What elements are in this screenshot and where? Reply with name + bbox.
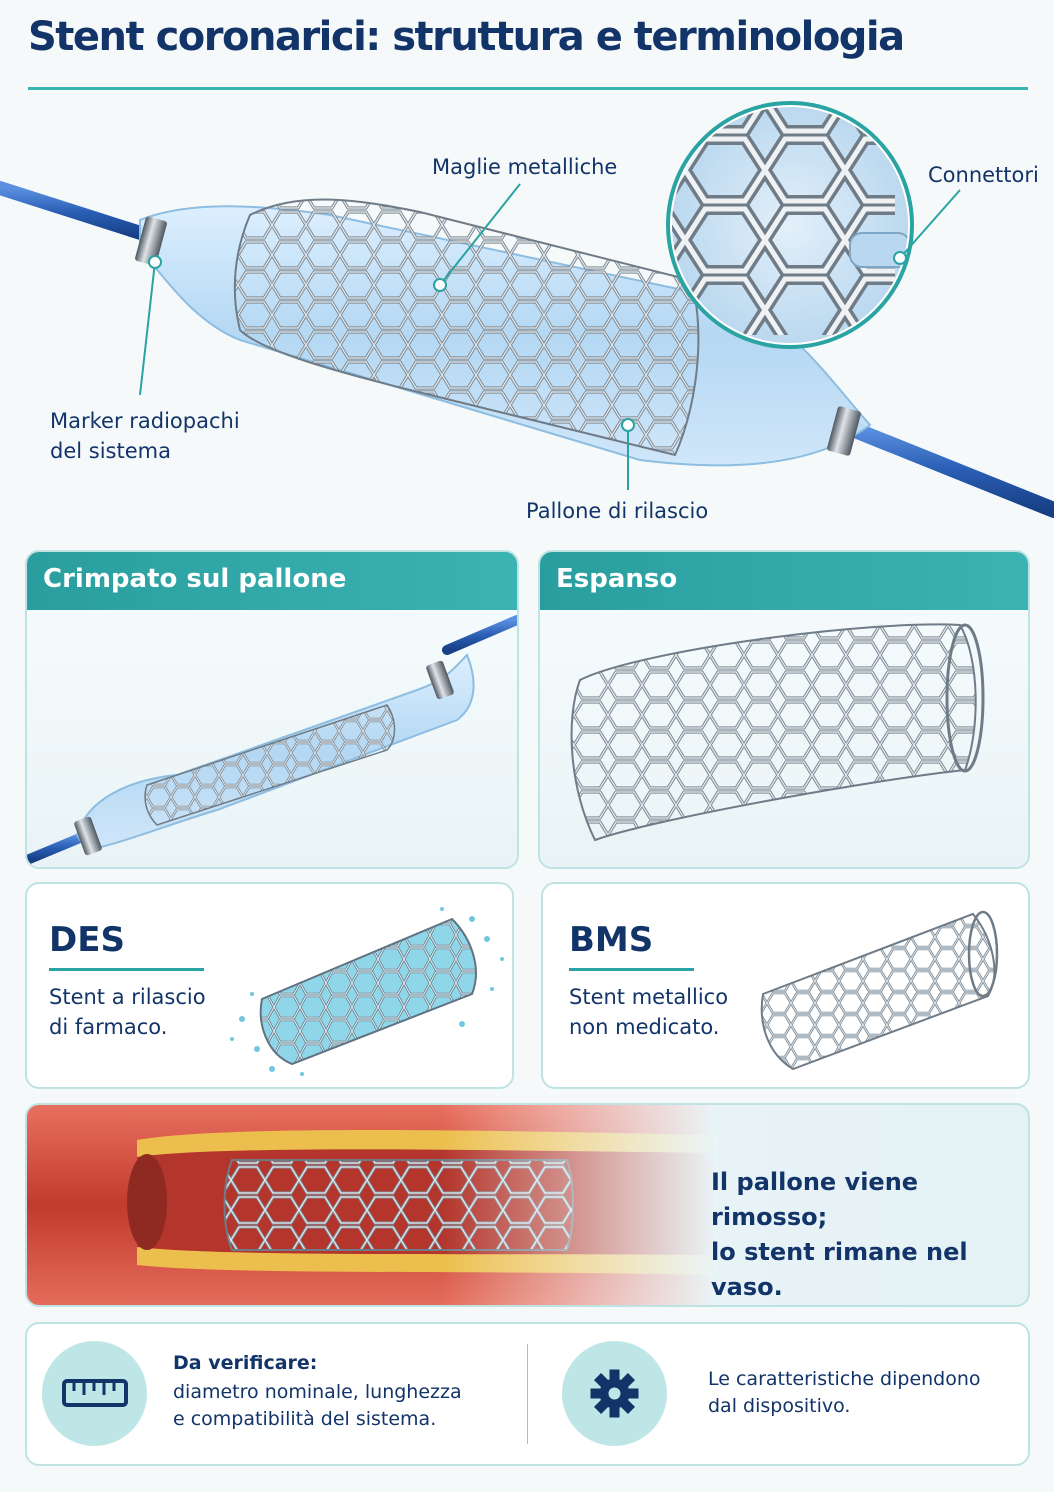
ruler-icon-circle [42, 1341, 147, 1446]
bms-title: BMS [569, 920, 654, 960]
panel-des: DES Stent a rilascio di farmaco. [25, 882, 514, 1089]
stent-mesh [233, 198, 700, 457]
bms-description-line1: Stent metallico [569, 985, 729, 1009]
check-text: diametro nominale, lunghezza e compatibi… [173, 1379, 462, 1433]
bms-description: Stent metallico non medicato. [569, 982, 728, 1042]
page-title: Stent coronarici: struttura e terminolog… [28, 14, 905, 60]
label-connectors: Connettori [928, 163, 1039, 187]
catheter-shaft [0, 181, 1054, 518]
panel-expanded-header: Espanso [540, 552, 1028, 610]
panel-crimped: Crimpato sul pallone [25, 550, 519, 869]
check-title: Da verificare: [173, 1352, 318, 1374]
footer-divider [527, 1344, 528, 1444]
title-underline [28, 87, 1028, 90]
des-underline [49, 968, 204, 971]
vessel-caption-line2: lo stent rimane nel vaso. [711, 1238, 968, 1301]
gear-icon [590, 1369, 639, 1418]
label-markers: Marker radiopachi del sistema [50, 406, 240, 466]
gear-icon-circle [562, 1341, 667, 1446]
panel-crimped-header: Crimpato sul pallone [27, 552, 517, 610]
marker-band-left [135, 216, 167, 266]
bms-stent-illustration [760, 910, 999, 1071]
vessel-caption: Il pallone viene rimosso; lo stent riman… [711, 1165, 1021, 1305]
des-description-line1: Stent a rilascio [49, 985, 206, 1009]
marker-band-right [827, 406, 861, 456]
note-text: Le caratteristiche dipendono dal disposi… [708, 1366, 981, 1420]
check-text-line1: diametro nominale, lunghezza [173, 1381, 462, 1403]
crimped-stent-illustration [27, 615, 517, 865]
note-text-line1: Le caratteristiche dipendono [708, 1368, 981, 1390]
panel-bms: BMS Stent metallico non medicato. [541, 882, 1030, 1089]
label-markers-line1: Marker radiopachi [50, 409, 240, 433]
panel-expanded-title: Espanso [556, 564, 678, 594]
des-stent-illustration [230, 907, 504, 1076]
vessel-illustration [27, 1105, 717, 1305]
hero-illustration [0, 101, 1054, 518]
footer-panel: Da verificare: diametro nominale, lunghe… [25, 1322, 1030, 1466]
des-title: DES [49, 920, 125, 960]
label-balloon: Pallone di rilascio [526, 499, 709, 523]
note-text-line2: dal dispositivo. [708, 1395, 851, 1417]
expanded-stent-illustration [570, 623, 985, 842]
panel-expanded: Espanso [538, 550, 1030, 869]
bms-description-line2: non medicato. [569, 1015, 720, 1039]
bms-underline [569, 968, 694, 971]
panel-expanded-body [540, 610, 1028, 867]
panel-vessel: Il pallone viene rimosso; lo stent riman… [25, 1103, 1030, 1307]
label-mesh: Maglie metalliche [432, 155, 618, 179]
panel-crimped-title: Crimpato sul pallone [43, 564, 347, 594]
des-description-line2: di farmaco. [49, 1015, 168, 1039]
vessel-caption-line1: Il pallone viene rimosso; [711, 1168, 919, 1231]
leader-lines [139, 183, 961, 490]
zoom-connectors [666, 101, 914, 349]
ruler-icon [62, 1379, 128, 1407]
check-text-line2: e compatibilità del sistema. [173, 1408, 437, 1430]
panel-crimped-body [27, 610, 517, 867]
des-description: Stent a rilascio di farmaco. [49, 982, 206, 1042]
label-markers-line2: del sistema [50, 439, 171, 463]
